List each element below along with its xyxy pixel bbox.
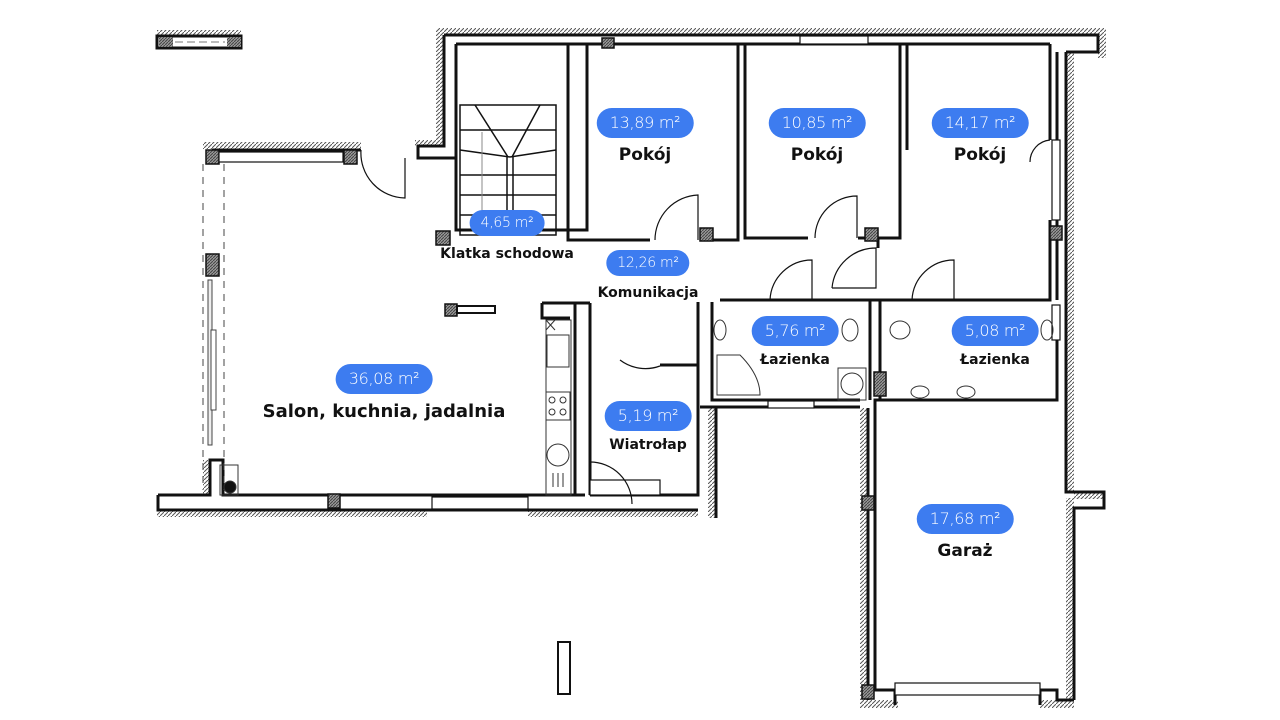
room-name: Pokój [790, 145, 844, 165]
room-name: Garaż [937, 541, 993, 561]
room-name-hallway: Komunikacja [597, 285, 699, 301]
area-badge: 4,65 m² [469, 210, 545, 236]
area-badge: 12,26 m² [606, 250, 690, 276]
area-badge: 5,08 m² [951, 316, 1039, 346]
bathroom-fixtures [713, 318, 1054, 401]
room-name-staircase: Klatka schodowa [440, 246, 574, 262]
area-badge: 5,19 m² [604, 401, 692, 431]
room-bathroom-2: 5,08 m² Łazienka [951, 316, 1039, 368]
room-garage: 17,68 m² Garaż [916, 504, 1014, 561]
room-vestibule: 5,19 m² Wiatrołap [604, 401, 692, 453]
room-bedroom-3: 14,17 m² Pokój [931, 108, 1029, 165]
room-name: Pokój [953, 145, 1007, 165]
room-hallway: 12,26 m² [606, 250, 690, 276]
kitchen-appliances [219, 319, 572, 496]
area-badge: 36,08 m² [335, 364, 433, 394]
area-badge: 13,89 m² [596, 108, 694, 138]
windows [218, 35, 1061, 696]
room-name: Łazienka [960, 352, 1030, 368]
area-badge: 17,68 m² [916, 504, 1014, 534]
room-staircase: 4,65 m² [469, 210, 545, 236]
area-badge: 10,85 m² [768, 108, 866, 138]
sliding-door [202, 164, 225, 490]
area-badge: 14,17 m² [931, 108, 1029, 138]
column-outline [557, 641, 571, 695]
room-name: Łazienka [760, 352, 830, 368]
detached-window [155, 30, 243, 50]
wall-stub [456, 305, 496, 314]
room-name: Pokój [618, 145, 672, 165]
doors [360, 139, 1051, 505]
room-bedroom-2: 10,85 m² Pokój [768, 108, 866, 165]
room-living-kitchen-dining: 36,08 m² Salon, kuchnia, jadalnia [262, 364, 506, 422]
room-name: Salon, kuchnia, jadalnia [262, 401, 506, 422]
room-bathroom-1: 5,76 m² Łazienka [751, 316, 839, 368]
area-badge: 5,76 m² [751, 316, 839, 346]
room-bedroom-1: 13,89 m² Pokój [596, 108, 694, 165]
room-name: Wiatrołap [609, 437, 687, 453]
insulation [157, 28, 1106, 708]
